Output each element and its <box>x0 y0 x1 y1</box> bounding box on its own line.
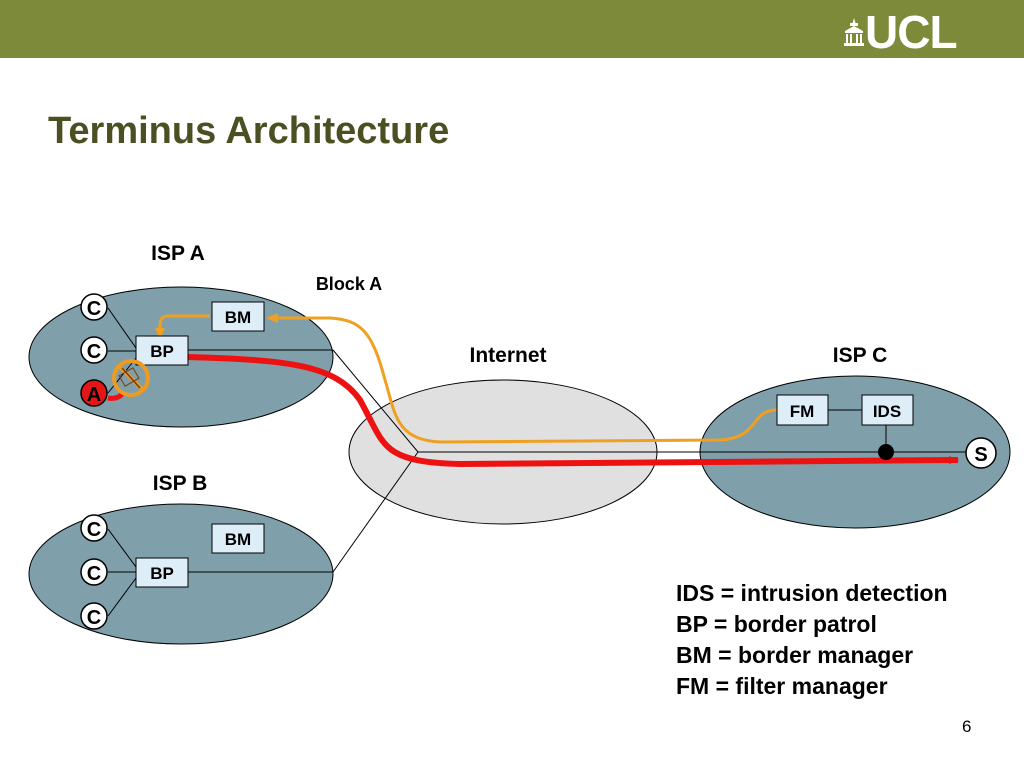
client-label: C <box>87 298 101 320</box>
fm-box[interactable]: FM <box>776 394 829 426</box>
network-links <box>107 307 966 617</box>
isp-a-label: ISP A <box>151 242 205 265</box>
bp-label: BP <box>150 342 174 361</box>
bm-label: BM <box>225 530 251 549</box>
client-label: C <box>87 607 101 629</box>
isp-a-bp-box[interactable]: BP <box>135 335 189 366</box>
bp-label: BP <box>150 564 174 583</box>
client-node[interactable]: C <box>80 602 108 630</box>
isp-c-label: ISP C <box>833 344 887 367</box>
logo-text: UCL <box>865 6 958 58</box>
server-label: S <box>974 444 987 466</box>
attacker-label: A <box>87 384 101 406</box>
internet-label: Internet <box>469 344 546 367</box>
blocked-icon <box>112 359 150 397</box>
isp-a-bm-box[interactable]: BM <box>211 301 265 332</box>
legend: IDS = intrusion detection BP = border pa… <box>676 578 948 702</box>
fm-label: FM <box>790 402 815 421</box>
client-label: C <box>87 519 101 541</box>
bm-label: BM <box>225 308 251 327</box>
client-node[interactable]: C <box>80 558 108 586</box>
client-label: C <box>87 341 101 363</box>
attack-path <box>187 354 959 468</box>
block-path <box>266 313 778 444</box>
client-node[interactable]: C <box>80 336 108 364</box>
page-title: Terminus Architecture <box>48 110 450 152</box>
legend-item: IDS = intrusion detection <box>676 580 948 606</box>
attacker-node[interactable]: A <box>80 379 108 407</box>
server-node[interactable]: S <box>965 437 997 469</box>
client-node[interactable]: C <box>80 293 108 321</box>
legend-item: FM = filter manager <box>676 673 888 699</box>
ucl-logo: UCL <box>843 6 993 58</box>
legend-item: BM = border manager <box>676 642 914 668</box>
legend-item: BP = border patrol <box>676 611 877 637</box>
ids-label: IDS <box>873 402 901 421</box>
portico-icon <box>844 18 864 46</box>
page-number: 6 <box>962 717 972 736</box>
ids-box[interactable]: IDS <box>861 394 914 426</box>
bm-to-bp-path <box>155 314 210 340</box>
isp-b-label: ISP B <box>153 472 207 495</box>
isp-b-bm-box[interactable]: BM <box>211 523 265 554</box>
block-a-label: Block A <box>316 274 382 294</box>
ids-tap-point <box>878 444 894 460</box>
isp-b-bp-box[interactable]: BP <box>135 557 189 588</box>
client-node[interactable]: C <box>80 514 108 542</box>
client-label: C <box>87 563 101 585</box>
